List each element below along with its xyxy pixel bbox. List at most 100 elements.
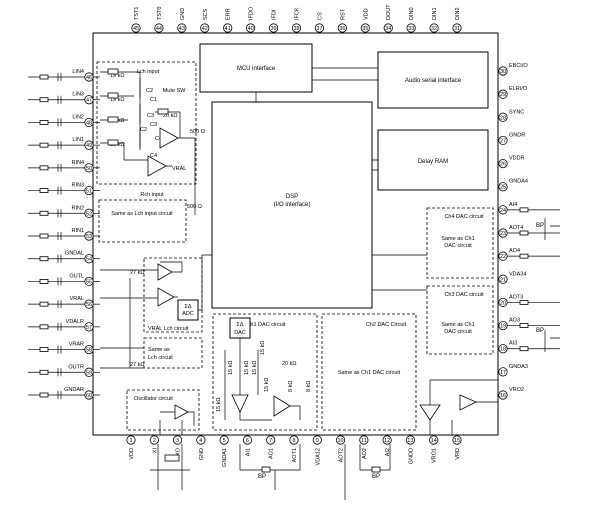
external-components xyxy=(150,218,560,500)
pin-name: LIN3 xyxy=(72,92,84,98)
pin-number: 1 xyxy=(129,438,132,444)
r500-b-label: 500 Ω xyxy=(187,204,202,210)
pin-number: 51 xyxy=(86,189,92,195)
ch3-same-label-1: Same as Ch1 xyxy=(441,322,474,328)
pin-number: 45 xyxy=(133,26,139,32)
pin-number: 40 xyxy=(248,26,254,32)
c4-overline-label: C4 xyxy=(150,153,157,159)
lch-res-1 xyxy=(107,68,119,75)
ch4-dac-label: Ch4 DAC circuit xyxy=(444,214,484,220)
ch4-same-label-1: Same as Ch1 xyxy=(441,236,474,242)
delay-ram-block xyxy=(377,129,489,191)
pin-number: 33 xyxy=(408,26,414,32)
pins-left: 46LIN447LIN348LIN249LIN150RIN451RIN352RI… xyxy=(28,69,100,400)
pin-number: 46 xyxy=(86,75,92,81)
pin-name: RIN2 xyxy=(71,205,84,211)
pin-number: 24 xyxy=(500,208,506,214)
r500-a-label: 500 Ω xyxy=(190,129,205,135)
pin-name: VDD xyxy=(129,448,135,460)
r27k-b-label: 27 kΩ xyxy=(130,362,145,368)
pin-number: 26 xyxy=(500,162,506,168)
pin-name: OUTR xyxy=(68,364,84,370)
pin-name: GNDD xyxy=(408,448,414,464)
pin-name: XI xyxy=(152,448,158,454)
pin-number: 31 xyxy=(454,26,460,32)
pin-number: 8 xyxy=(292,438,295,444)
pin-name: AOT2 xyxy=(339,448,345,462)
pin-number: 52 xyxy=(86,211,92,217)
dsp-ram-bus xyxy=(372,159,378,171)
pins-bottom: 1VDD2XI3XO4GND5GNDA16AI17AO18AOT19VDA121… xyxy=(126,435,462,467)
delay-ram-label: Delay RAM xyxy=(418,159,448,165)
pin-number: 4 xyxy=(199,438,202,444)
dsp-block xyxy=(211,101,373,309)
pin-name: LIN2 xyxy=(72,114,84,120)
pin-top-45: 45 TST1 xyxy=(131,7,141,33)
pin-number: 19 xyxy=(500,324,506,330)
pin-name: AI3 xyxy=(509,341,517,347)
pin-number: 38 xyxy=(293,26,299,32)
mcu-audio-bus xyxy=(312,67,378,81)
pin-name: IFDO xyxy=(249,6,255,20)
pin-number: 2 xyxy=(153,438,156,444)
pin-name: VDA12 xyxy=(315,448,321,465)
pin-number: 48 xyxy=(86,120,92,126)
ch2-same-label: Same as Ch1 DAC circuit xyxy=(338,370,401,376)
r19k-2-label: 19 kΩ xyxy=(110,97,125,103)
rch-input-label: Rch input xyxy=(140,192,164,198)
bp-res-right xyxy=(371,466,381,473)
rch-input-block xyxy=(98,199,187,243)
pin-name: VRO1 xyxy=(432,448,438,463)
lch-res-3 xyxy=(107,116,119,123)
pin-name: AO2 xyxy=(362,448,368,459)
r15k-1-label: 15 kΩ xyxy=(216,397,222,412)
pin-number: 17 xyxy=(500,370,506,376)
pin-name: SCS xyxy=(203,8,209,20)
pin-name: GNDA3 xyxy=(509,364,528,370)
pin-name: LIN4 xyxy=(72,69,84,75)
lch-opamp-2 xyxy=(147,155,167,177)
ch1-opamp-2 xyxy=(273,395,291,417)
pin-number: 6 xyxy=(246,438,249,444)
pin-name: AOT4 xyxy=(509,225,523,231)
lch-res-20k xyxy=(157,108,169,115)
pin-name: OUTL xyxy=(69,273,84,279)
pin-number: 49 xyxy=(86,143,92,149)
vro-wires xyxy=(429,379,498,435)
pin-number: 35 xyxy=(362,26,368,32)
pin-name: TST0 xyxy=(157,7,163,20)
pin-name: SYNC xyxy=(509,109,524,115)
sigma-adc-label-2: ADC xyxy=(182,311,194,317)
pin-name: TST1 xyxy=(134,7,140,20)
pin-name: VRAL xyxy=(70,296,84,302)
ch3-dac-label: Ch3 DAC circuit xyxy=(444,292,484,298)
pin-number: 12 xyxy=(384,438,390,444)
r8k-b-label: 8 kΩ xyxy=(306,381,312,392)
pin-name: IFDI xyxy=(272,9,278,20)
